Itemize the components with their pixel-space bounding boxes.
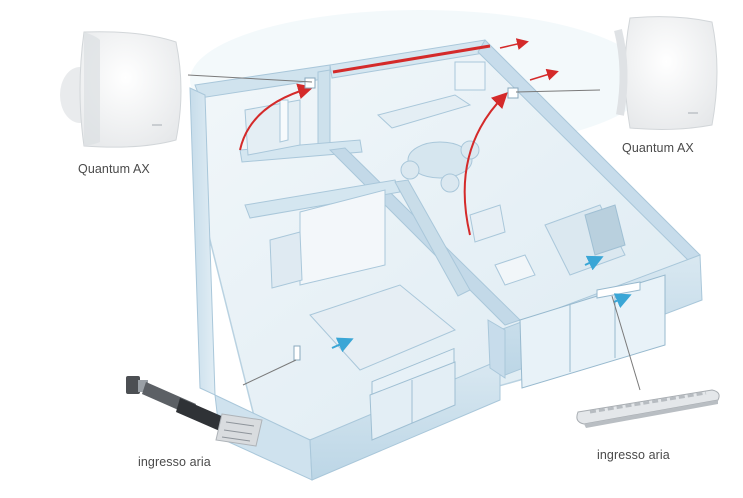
fan-right-label: Quantum AX	[622, 141, 694, 155]
apartment-model	[189, 38, 703, 481]
exhaust-duct	[332, 44, 491, 74]
fan-left-label: Quantum AX	[78, 162, 150, 176]
inlet-right-label: ingresso aria	[597, 448, 670, 462]
bedroom-inlet-arrow	[331, 337, 354, 353]
tv	[584, 204, 626, 256]
air-inlet-device-right	[576, 389, 720, 428]
living-extract-arrow	[463, 92, 508, 236]
inlet-left-label: ingresso aria	[138, 455, 211, 469]
bath-extract-arrow	[239, 83, 314, 151]
leader-lines	[187, 74, 641, 391]
air-inlet-device-left	[126, 376, 263, 447]
fan-unit-right	[614, 16, 718, 130]
fan-unit-left	[60, 31, 182, 148]
